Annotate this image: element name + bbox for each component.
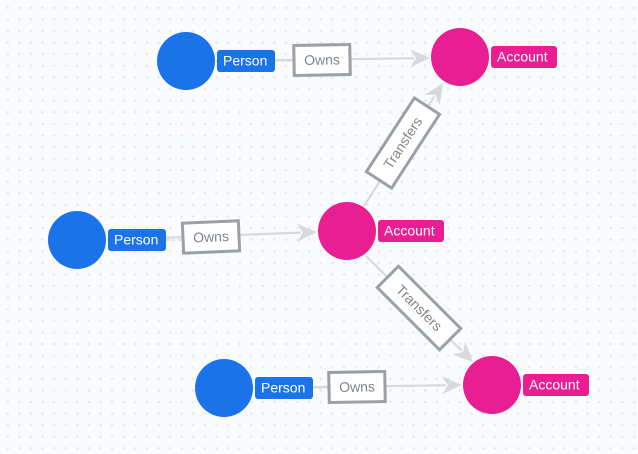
edge-label-e2[interactable]: Owns	[180, 219, 242, 255]
node-tag-label: Person	[223, 53, 267, 69]
node-tag-account2[interactable]: Account	[378, 220, 444, 242]
node-tag-label: Person	[261, 380, 305, 396]
edge-label-box	[327, 369, 387, 405]
node-tag-pill	[523, 374, 589, 396]
node-circle-account2[interactable]	[318, 202, 376, 260]
node-circle-account1[interactable]	[431, 28, 489, 86]
nodes-layer	[48, 28, 521, 417]
node-tag-person1[interactable]: Person	[217, 50, 275, 72]
edge-arrowhead-icon	[424, 83, 443, 105]
node-circle-account3[interactable]	[463, 356, 521, 414]
node-tag-pill	[491, 46, 557, 68]
node-tag-label: Account	[384, 223, 435, 239]
edge-label-e3[interactable]: Owns	[327, 369, 387, 405]
node-tag-pill	[217, 50, 275, 72]
node-tag-person2[interactable]: Person	[108, 229, 166, 251]
edge-label-e1[interactable]: Owns	[292, 42, 352, 78]
node-tag-pill	[108, 229, 166, 251]
edge-label-text: Owns	[339, 378, 375, 395]
node-tag-pill	[378, 220, 444, 242]
edge-arrowhead-icon	[409, 49, 430, 68]
edge-label-e5[interactable]: Transfers	[375, 264, 463, 352]
edge-label-box	[364, 95, 442, 191]
edge-label-text: Owns	[304, 51, 340, 68]
edge-label-box	[292, 42, 352, 78]
node-tag-label: Account	[497, 49, 548, 65]
node-tag-label: Account	[529, 377, 580, 393]
node-tag-person3[interactable]: Person	[255, 377, 313, 399]
edge-arrowhead-icon	[441, 376, 462, 395]
node-tag-account3[interactable]: Account	[523, 374, 589, 396]
node-circle-person3[interactable]	[195, 359, 253, 417]
node-tag-pill	[255, 377, 313, 399]
node-tag-label: Person	[114, 232, 158, 248]
edge-arrowhead-icon	[452, 341, 473, 362]
node-circle-person2[interactable]	[48, 211, 106, 269]
edge-label-text: Owns	[193, 228, 229, 246]
edge-arrowhead-icon	[296, 223, 317, 242]
node-circle-person1[interactable]	[157, 32, 215, 90]
edge-label-box	[180, 219, 242, 255]
node-tag-account1[interactable]: Account	[491, 46, 557, 68]
edge-label-box	[375, 264, 463, 352]
edge-label-e4[interactable]: Transfers	[364, 95, 442, 191]
